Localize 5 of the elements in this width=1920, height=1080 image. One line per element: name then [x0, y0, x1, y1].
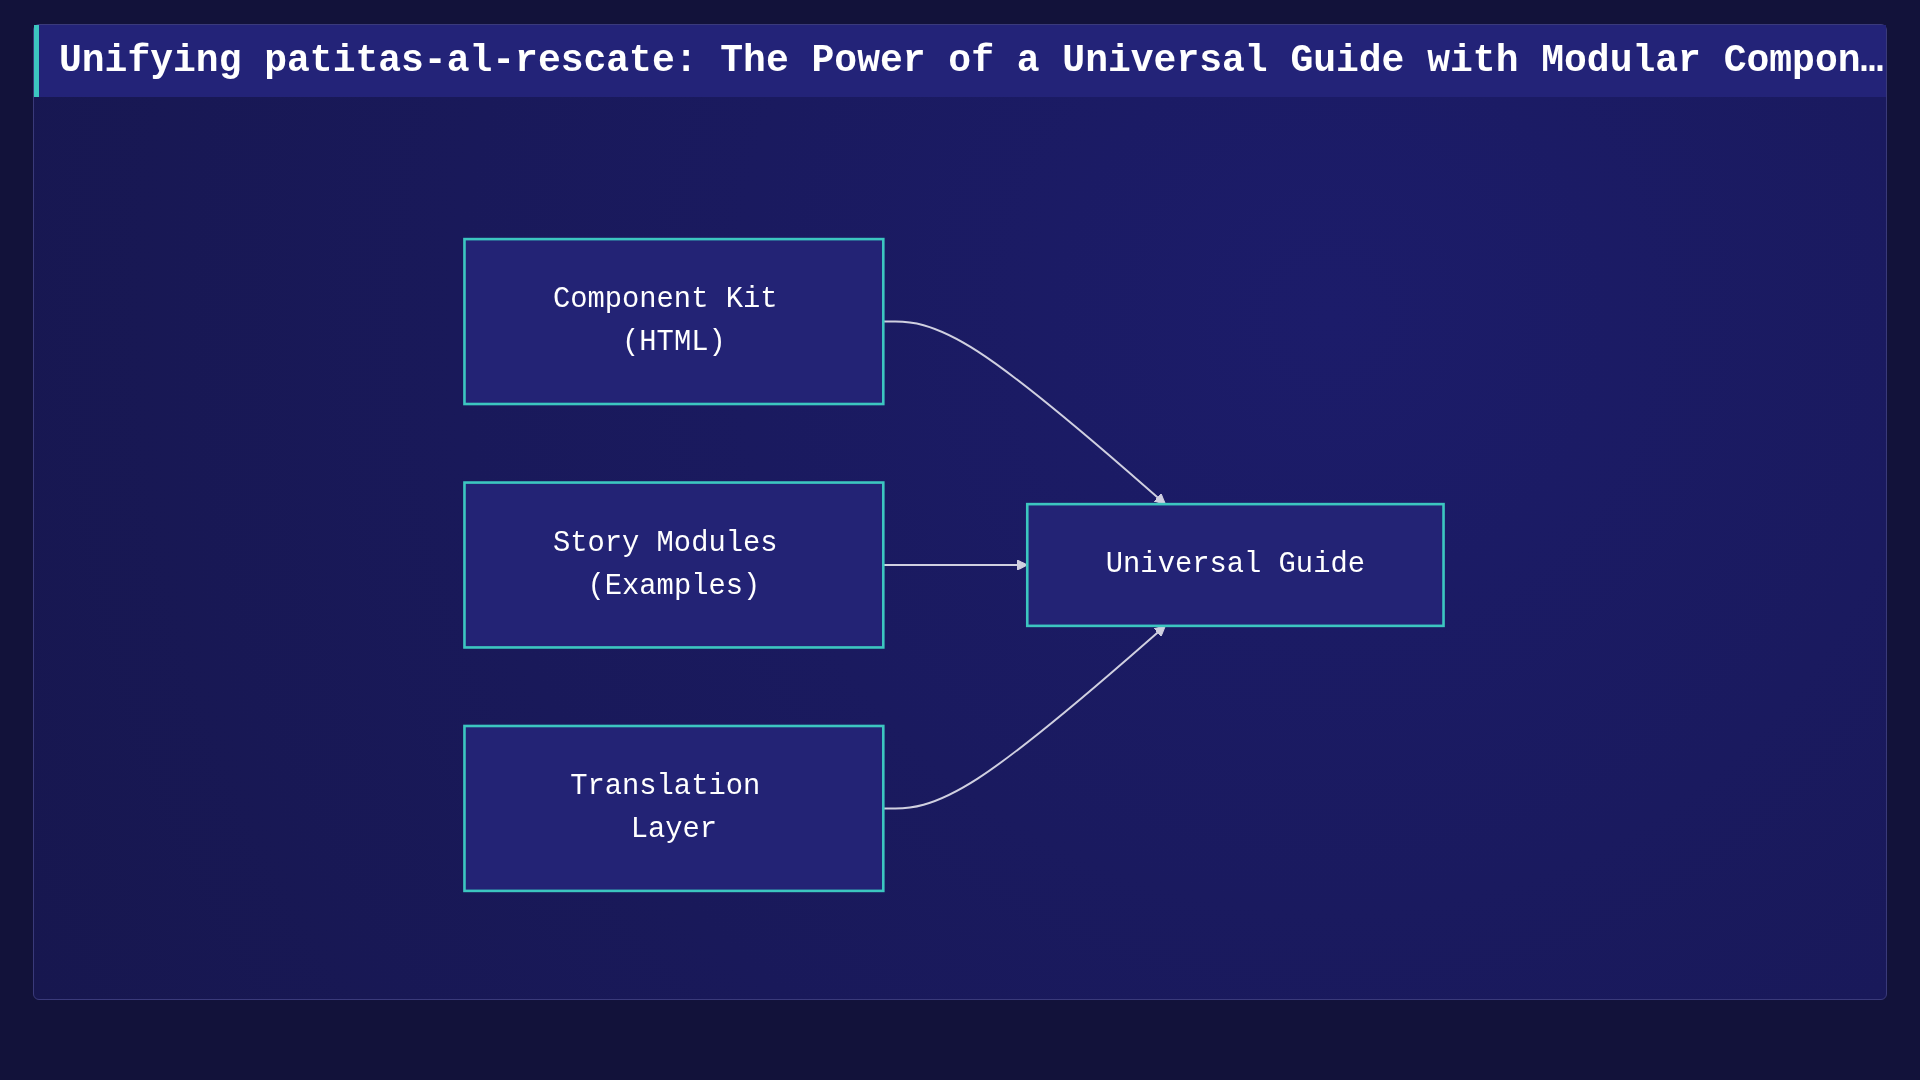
diagram-title: Unifying patitas-al-rescate: The Power of a Universal Guide with Modular Compon…	[34, 25, 1886, 97]
node-box: Component Kit (HTML)	[463, 237, 885, 406]
node-box: Story Modules (Examples)	[463, 481, 885, 649]
node-box: Universal Guide	[1025, 502, 1445, 628]
node-box: Translation Layer	[463, 724, 885, 893]
